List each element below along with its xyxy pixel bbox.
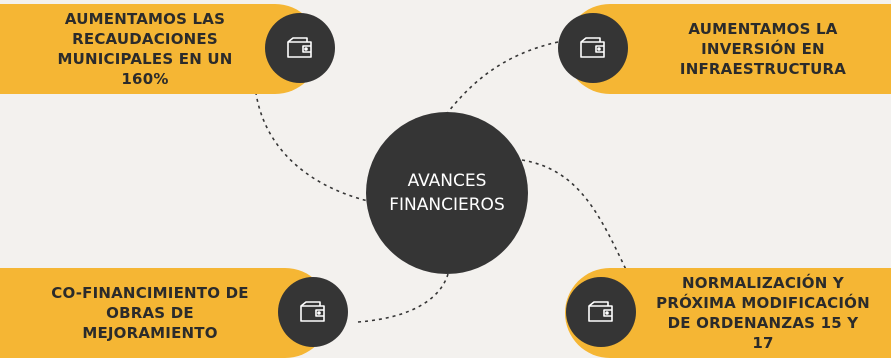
item-recaudaciones-label: AUMENTAMOS LAS RECAUDACIONES MUNICIPALES… bbox=[57, 10, 233, 88]
connector-bottom-left bbox=[357, 273, 449, 323]
connector-top-left bbox=[254, 84, 373, 203]
center-label: AVANCES FINANCIEROS bbox=[389, 171, 505, 215]
wallet-icon bbox=[558, 13, 628, 83]
item-cofinanciamiento-label: CO-FINANCIMIENTO DE OBRAS DE MEJORAMIENT… bbox=[51, 284, 249, 342]
item-inversion-label: AUMENTAMOS LA INVERSIÓN EN INFRAESTRUCTU… bbox=[679, 20, 847, 78]
item-cofinanciamiento: CO-FINANCIMIENTO DE OBRAS DE MEJORAMIENT… bbox=[0, 268, 330, 358]
center-node: AVANCES FINANCIEROS bbox=[366, 112, 528, 274]
item-ordenanzas-label: NORMALIZACIÓN Y PRÓXIMA MODIFICACIÓN DE … bbox=[656, 274, 870, 352]
wallet-icon bbox=[265, 13, 335, 83]
wallet-icon bbox=[566, 277, 636, 347]
connector-bottom-right bbox=[521, 159, 631, 279]
connector-top-right bbox=[447, 41, 559, 113]
wallet-icon bbox=[278, 277, 348, 347]
